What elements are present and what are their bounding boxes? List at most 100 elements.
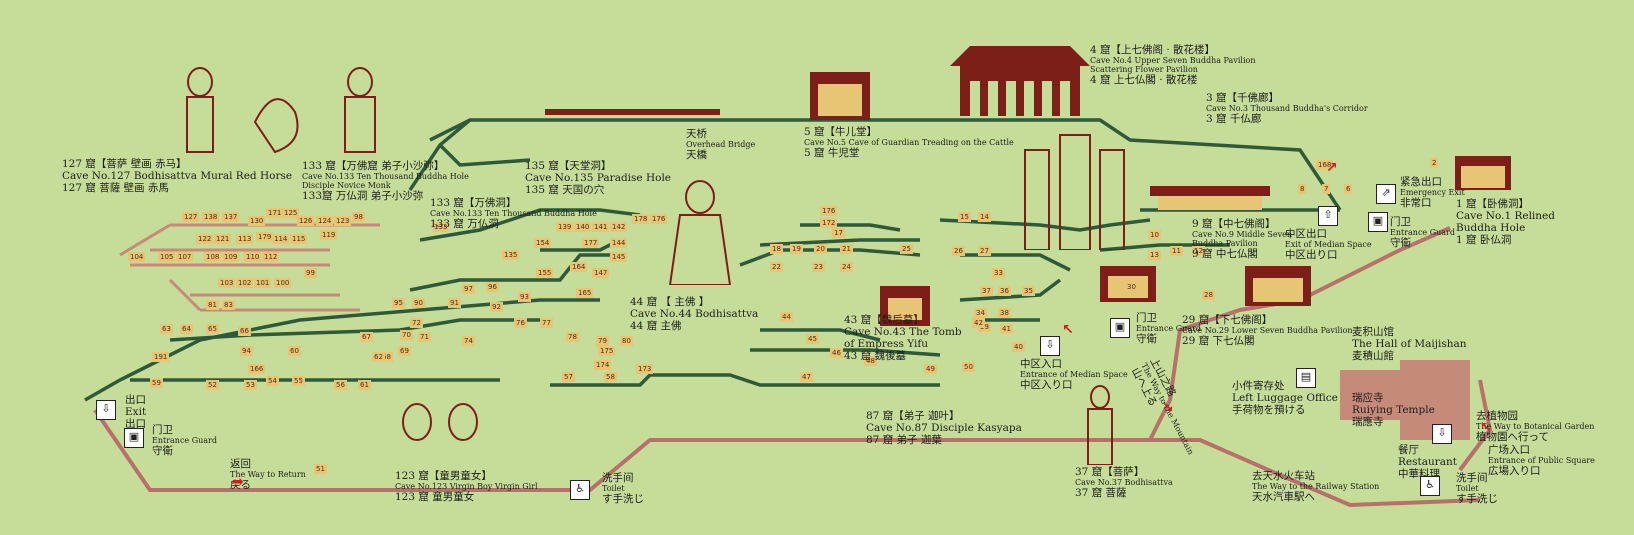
toilet-icon[interactable]: ♿ bbox=[570, 480, 590, 500]
cave-number-chip[interactable]: 140 bbox=[574, 222, 592, 232]
cave-number-chip[interactable]: 81 bbox=[206, 300, 219, 310]
cave-number-chip[interactable]: 25 bbox=[900, 244, 913, 254]
garden-label[interactable]: 去植物园 The Way to Botanical Garden 植物園へ行って bbox=[1476, 410, 1594, 443]
cave-number-chip[interactable]: 92 bbox=[490, 302, 503, 312]
cave-number-chip[interactable]: 178 bbox=[632, 214, 650, 224]
cave-number-chip[interactable]: 24 bbox=[840, 262, 853, 272]
emergency-exit-label[interactable]: 紧急出口 Emergency Exit 非常口 bbox=[1400, 176, 1465, 209]
emergency-exit-icon[interactable]: ⇗ bbox=[1376, 184, 1396, 204]
cave-number-chip[interactable]: 115 bbox=[290, 234, 308, 244]
luggage-label[interactable]: 小件寄存处 Left Luggage Office 手荷物を預ける bbox=[1232, 380, 1338, 416]
cave-number-chip[interactable]: 48 bbox=[864, 356, 877, 366]
cave-number-chip[interactable]: 30 bbox=[1125, 282, 1138, 292]
cave-number-chip[interactable]: 176 bbox=[820, 206, 838, 216]
cave-number-chip[interactable]: 126 bbox=[297, 216, 315, 226]
cave-number-chip[interactable]: 66 bbox=[238, 326, 251, 336]
cave-number-chip[interactable]: 70 bbox=[400, 330, 413, 340]
cave-number-chip[interactable]: 56 bbox=[334, 380, 347, 390]
cave135-label[interactable]: 135 窟【天堂洞】 Cave No.135 Paradise Hole 135… bbox=[525, 160, 671, 196]
cave-number-chip[interactable]: 80 bbox=[620, 336, 633, 346]
cave-number-chip[interactable]: 175 bbox=[598, 346, 616, 356]
cave-number-chip[interactable]: 55 bbox=[292, 376, 305, 386]
cave133b-label[interactable]: 133 窟【万佛洞】 Cave No.133 Ten Thousand Budd… bbox=[430, 197, 597, 230]
cave1-label[interactable]: 1 窟【卧佛洞】 Cave No.1 Relined Buddha Hole 1… bbox=[1456, 198, 1555, 246]
cave-number-chip[interactable]: 104 bbox=[128, 252, 146, 262]
cave-number-chip[interactable]: 113 bbox=[236, 234, 254, 244]
cave-number-chip[interactable]: 58 bbox=[604, 372, 617, 382]
cave-number-chip[interactable]: 74 bbox=[462, 336, 475, 346]
cave4-label[interactable]: 4 窟【上七佛阁 · 散花楼】 Cave No.4 Upper Seven Bu… bbox=[1090, 44, 1255, 86]
cave-number-chip[interactable]: 20 bbox=[814, 244, 827, 254]
cave-number-chip[interactable]: 33 bbox=[992, 268, 1005, 278]
cave-number-chip[interactable]: 10 bbox=[1148, 230, 1161, 240]
cave-number-chip[interactable]: 67 bbox=[360, 332, 373, 342]
cave-number-chip[interactable]: 101 bbox=[254, 278, 272, 288]
cave-number-chip[interactable]: 53 bbox=[244, 380, 257, 390]
cave-number-chip[interactable]: 112 bbox=[262, 252, 280, 262]
cave-number-chip[interactable]: 119 bbox=[320, 230, 338, 240]
cave133a-label[interactable]: 133 窟【万佛窟 弟子小沙弥】 Cave No.133 Ten Thousan… bbox=[302, 160, 469, 202]
cave-number-chip[interactable]: 26 bbox=[952, 246, 965, 256]
cave44-label[interactable]: 44 窟 【 主佛 】 Cave No.44 Bodhisattva 44 窟 … bbox=[630, 296, 758, 332]
cave-number-chip[interactable]: 37 bbox=[980, 286, 993, 296]
guard-icon[interactable]: ▣ bbox=[124, 428, 144, 448]
cave37-label[interactable]: 37 窟【菩萨】 Cave No.37 Bodhisattva 37 窟 菩薩 bbox=[1075, 466, 1173, 499]
cave-number-chip[interactable]: 68 bbox=[380, 352, 393, 362]
cave-number-chip[interactable]: 141 bbox=[592, 222, 610, 232]
cave-number-chip[interactable]: 18 bbox=[770, 244, 783, 254]
cave-number-chip[interactable]: 97 bbox=[462, 284, 475, 294]
cave-number-chip[interactable]: 40 bbox=[1012, 342, 1025, 352]
cave-number-chip[interactable]: 133 bbox=[432, 222, 450, 232]
cave-number-chip[interactable]: 177 bbox=[582, 238, 600, 248]
cave-number-chip[interactable]: 172 bbox=[820, 218, 838, 228]
cave-number-chip[interactable]: 142 bbox=[610, 222, 628, 232]
cave-number-chip[interactable]: 63 bbox=[160, 324, 173, 334]
cave-number-chip[interactable]: 174 bbox=[594, 360, 612, 370]
cave-number-chip[interactable]: 154 bbox=[534, 238, 552, 248]
railway-label[interactable]: 去天水火车站 The Way to the Railway Station 天水… bbox=[1252, 470, 1379, 503]
cave-number-chip[interactable]: 147 bbox=[592, 268, 610, 278]
cave-number-chip[interactable]: 34 bbox=[974, 308, 987, 318]
cave-number-chip[interactable]: 173 bbox=[636, 364, 654, 374]
guard2-label[interactable]: 门卫 Entrance Guard 守衛 bbox=[1136, 312, 1201, 345]
cave-number-chip[interactable]: 98 bbox=[352, 212, 365, 222]
cave-number-chip[interactable]: 77 bbox=[540, 318, 553, 328]
cave-number-chip[interactable]: 138 bbox=[202, 212, 220, 222]
cave-number-chip[interactable]: 90 bbox=[412, 298, 425, 308]
cave-number-chip[interactable]: 91 bbox=[448, 298, 461, 308]
cave-number-chip[interactable]: 21 bbox=[840, 244, 853, 254]
guard-icon[interactable]: ▣ bbox=[1368, 212, 1388, 232]
cave-number-chip[interactable]: 50 bbox=[962, 362, 975, 372]
cave-number-chip[interactable]: 46 bbox=[830, 348, 843, 358]
cave-number-chip[interactable]: 121 bbox=[214, 234, 232, 244]
cave123-label[interactable]: 123 窟【童男童女】 Cave No.123 Virgin Boy Virgi… bbox=[395, 470, 538, 503]
cave-number-chip[interactable]: 78 bbox=[566, 332, 579, 342]
cave-number-chip[interactable]: 60 bbox=[288, 346, 301, 356]
cave-number-chip[interactable]: 165 bbox=[576, 288, 594, 298]
cave-number-chip[interactable]: 11 bbox=[1170, 246, 1183, 256]
cave-number-chip[interactable]: 176 bbox=[650, 214, 668, 224]
cave-number-chip[interactable]: 64 bbox=[180, 324, 193, 334]
cave-number-chip[interactable]: 47 bbox=[800, 372, 813, 382]
guard1-label[interactable]: 门卫 Entrance Guard 守衛 bbox=[1390, 216, 1455, 249]
guard3-label[interactable]: 门卫 Entrance Guard 守衛 bbox=[152, 424, 217, 457]
cave3-label[interactable]: 3 窟【千佛廊】 Cave No.3 Thousand Buddha's Cor… bbox=[1206, 92, 1368, 125]
guard-icon[interactable]: ▣ bbox=[1110, 318, 1130, 338]
cave-number-chip[interactable]: 76 bbox=[514, 318, 527, 328]
cave-number-chip[interactable]: 17 bbox=[832, 228, 845, 238]
cave-number-chip[interactable]: 124 bbox=[316, 216, 334, 226]
cave-number-chip[interactable]: 107 bbox=[176, 252, 194, 262]
cave-number-chip[interactable]: 44 bbox=[780, 312, 793, 322]
cave-number-chip[interactable]: 57 bbox=[562, 372, 575, 382]
cave-number-chip[interactable]: 122 bbox=[196, 234, 214, 244]
return-label[interactable]: 返回 The Way to Return 戻る bbox=[230, 458, 306, 491]
cave-number-chip[interactable]: 168 bbox=[1316, 160, 1334, 170]
cave-number-chip[interactable]: 137 bbox=[222, 212, 240, 222]
museum-label[interactable]: 麦积山馆 The Hall of Maijishan 麦積山館 bbox=[1352, 326, 1467, 362]
cave-number-chip[interactable]: 83 bbox=[222, 300, 235, 310]
cave-number-chip[interactable]: 79 bbox=[596, 336, 609, 346]
cave-number-chip[interactable]: 13 bbox=[1148, 250, 1161, 260]
cave-number-chip[interactable]: 102 bbox=[236, 278, 254, 288]
cave-number-chip[interactable]: 38 bbox=[998, 308, 1011, 318]
cave-number-chip[interactable]: 139 bbox=[556, 222, 574, 232]
